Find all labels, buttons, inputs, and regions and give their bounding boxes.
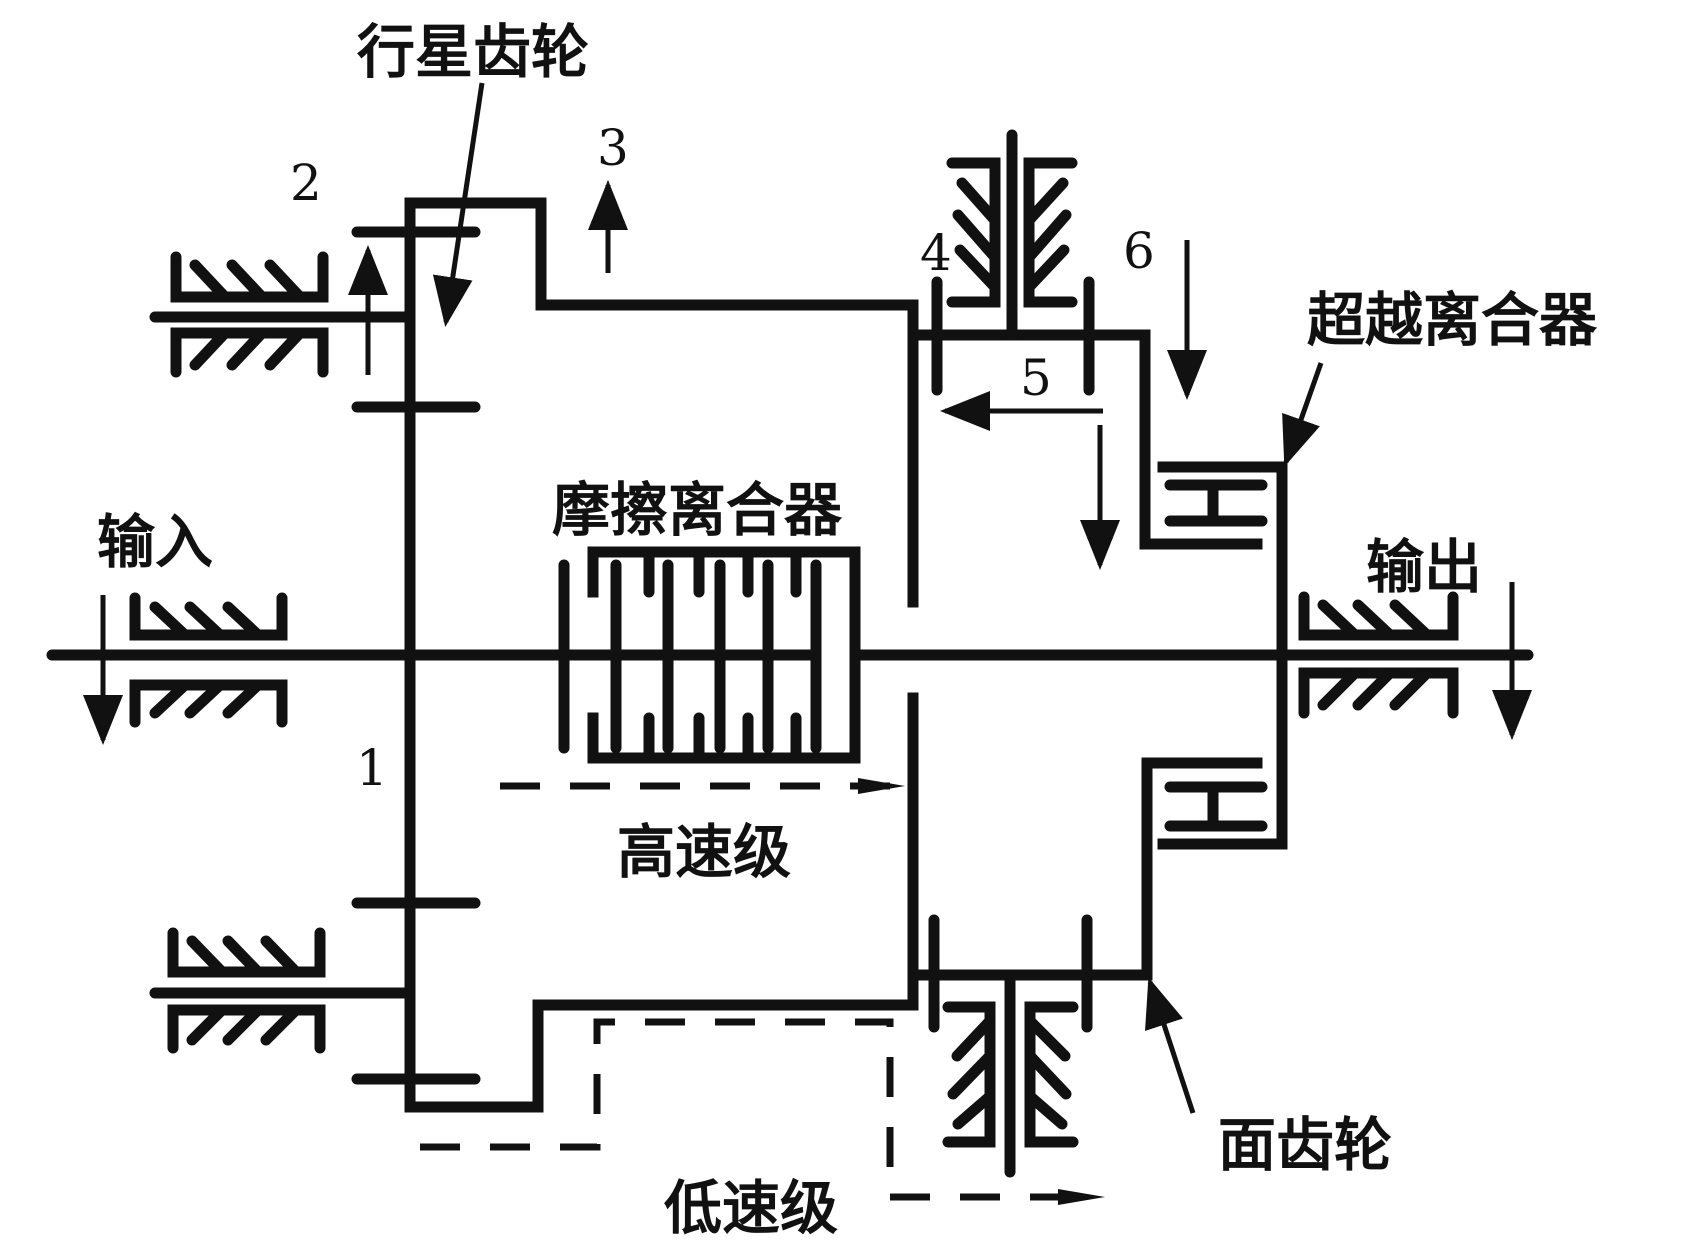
low-speed-arrowhead <box>1058 1189 1105 1205</box>
overrunning-clutch-pointer <box>1282 362 1324 467</box>
component-number-1: 1 <box>356 739 388 797</box>
label-face-gear: 面齿轮 <box>1218 1111 1392 1179</box>
lower-planet-gear <box>149 897 481 1085</box>
label-output: 输出 <box>1366 533 1482 601</box>
face-gear-pointer <box>1145 977 1196 1114</box>
label-high-speed: 高速级 <box>617 818 791 886</box>
component-number-2: 2 <box>290 154 322 212</box>
component-number-6: 6 <box>1123 222 1155 280</box>
label-planet-gear: 行星齿轮 <box>357 18 589 86</box>
high-speed-arrowhead <box>858 778 905 794</box>
planet-gear-pointer <box>432 82 485 327</box>
component-number-5: 5 <box>1020 349 1052 407</box>
upper-pinion-assembly <box>907 129 1263 550</box>
component-number-3: 3 <box>597 119 629 177</box>
label-overrunning-clutch: 超越离合器 <box>1307 286 1598 354</box>
overrunning-clutch <box>1157 461 1288 850</box>
label-input: 输入 <box>97 508 213 576</box>
friction-clutch <box>558 546 861 764</box>
low-speed-path <box>420 1018 1060 1201</box>
upper-planet-gear <box>149 226 481 413</box>
label-low-speed: 低速级 <box>664 1174 838 1242</box>
component-number-4: 4 <box>920 224 952 282</box>
input-bearing <box>129 592 288 728</box>
planet-carrier <box>404 197 919 1113</box>
output-bearing <box>1298 591 1459 719</box>
label-friction-clutch: 摩擦离合器 <box>552 476 843 544</box>
lower-pinion-assembly <box>907 757 1263 1178</box>
